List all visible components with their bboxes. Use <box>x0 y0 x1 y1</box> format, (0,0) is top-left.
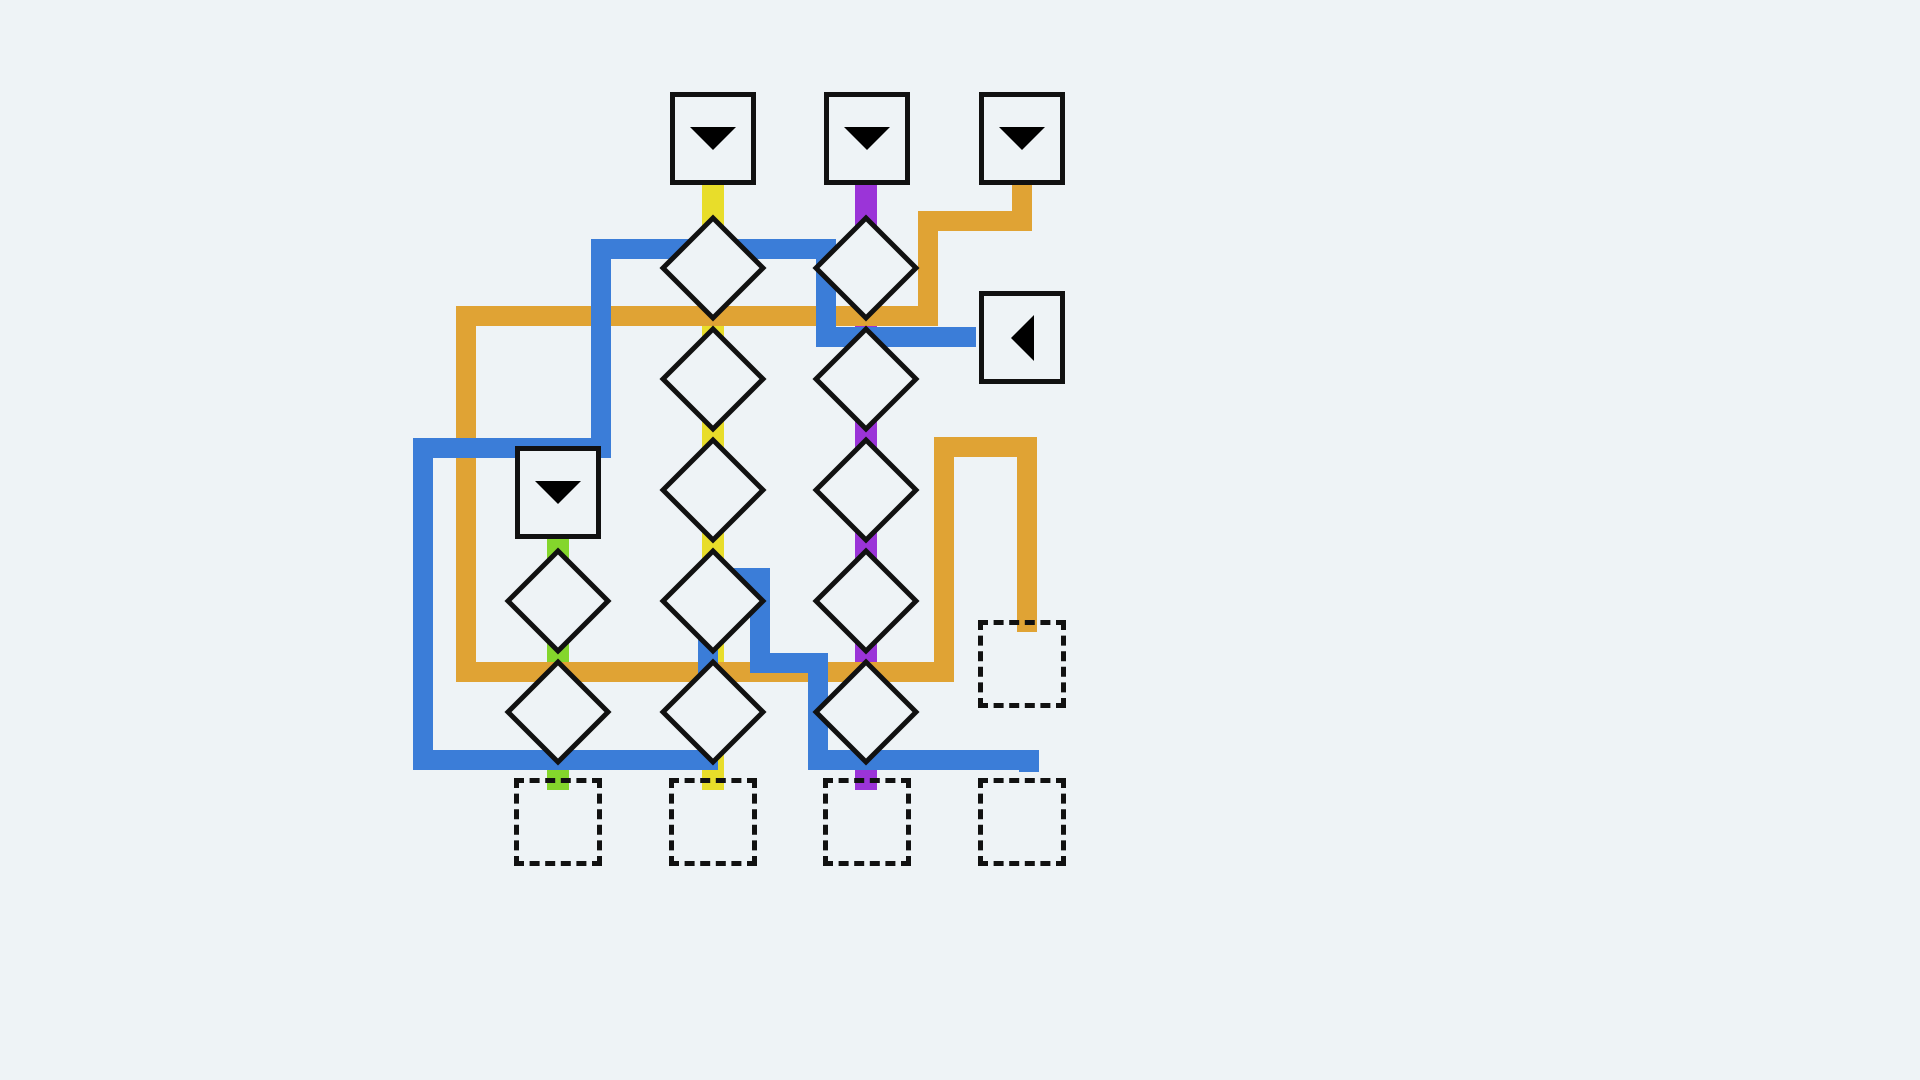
yellow-source[interactable] <box>670 92 756 185</box>
junction-diamond[interactable] <box>812 214 920 322</box>
junction-diamond[interactable] <box>659 436 767 544</box>
junction-diamond[interactable] <box>504 658 612 766</box>
target-slot-1[interactable] <box>514 778 602 866</box>
green-source[interactable] <box>515 446 601 539</box>
junction-diamond[interactable] <box>812 658 920 766</box>
blue-source[interactable] <box>979 291 1065 384</box>
target-slot-4[interactable] <box>978 778 1066 866</box>
orange-wire[interactable] <box>456 185 1037 682</box>
junction-diamond[interactable] <box>659 547 767 655</box>
triangle-down-icon <box>535 481 581 504</box>
junction-diamond[interactable] <box>659 214 767 322</box>
triangle-down-icon <box>690 127 736 150</box>
junction-diamond[interactable] <box>659 658 767 766</box>
orange-source[interactable] <box>979 92 1065 185</box>
triangle-left-icon <box>1010 314 1034 361</box>
target-slot-5[interactable] <box>978 620 1066 708</box>
target-slot-3[interactable] <box>823 778 911 866</box>
triangle-down-icon <box>844 127 890 150</box>
junction-diamond[interactable] <box>812 325 920 433</box>
junction-diamond[interactable] <box>659 325 767 433</box>
junction-diamond[interactable] <box>812 547 920 655</box>
junction-diamond[interactable] <box>812 436 920 544</box>
purple-source[interactable] <box>824 92 910 185</box>
junction-diamond[interactable] <box>504 547 612 655</box>
target-slot-2[interactable] <box>669 778 757 866</box>
triangle-down-icon <box>999 127 1045 150</box>
